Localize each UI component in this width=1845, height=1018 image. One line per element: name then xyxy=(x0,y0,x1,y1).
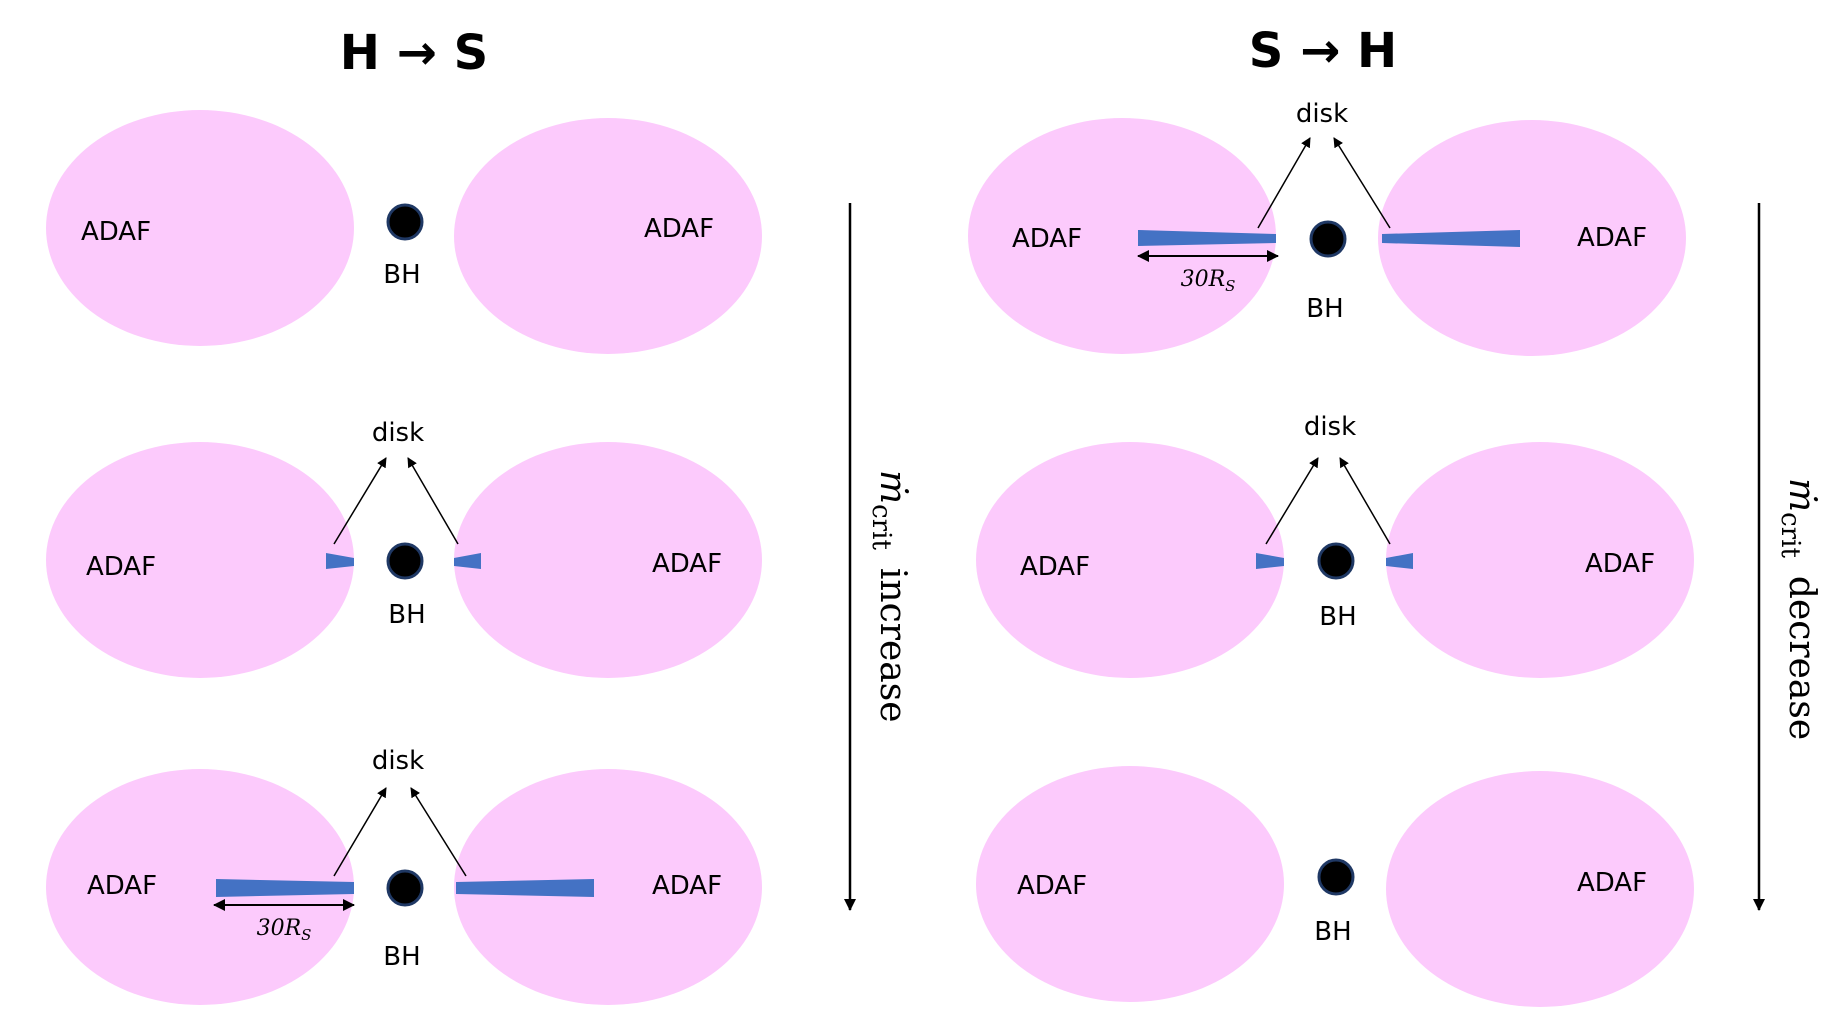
disk-label: disk xyxy=(372,746,424,776)
disk-label: disk xyxy=(372,418,424,448)
panel-sh-2: ADAF ADAF BH disk xyxy=(976,412,1694,678)
black-hole xyxy=(1309,220,1347,258)
adaf-label: ADAF xyxy=(87,871,157,901)
panel-hs-3: ADAF ADAF BH disk 30RS xyxy=(46,746,762,1005)
panel-hs-2: ADAF ADAF BH disk xyxy=(46,418,762,678)
panel-hs-1: ADAF ADAF BH xyxy=(46,110,762,354)
bh-label: BH xyxy=(383,942,420,972)
thin-disk xyxy=(1138,230,1276,246)
mdot-subscript: crit xyxy=(866,504,896,550)
mdot-symbol: ṁ xyxy=(872,470,913,504)
disk-pointer-arrow xyxy=(1339,457,1391,545)
bh-label: BH xyxy=(383,260,420,290)
adaf-label: ADAF xyxy=(1012,224,1082,254)
disk-pointer-arrow xyxy=(333,457,387,545)
thin-disk xyxy=(1382,230,1520,247)
disk-pointer-arrow xyxy=(410,787,467,877)
disk-pointer-arrow xyxy=(1265,457,1319,545)
adaf-region xyxy=(968,118,1276,354)
black-hole xyxy=(1317,858,1355,896)
bh-label: BH xyxy=(388,600,425,630)
black-hole xyxy=(386,203,424,241)
header-h-to-s: H → S xyxy=(340,25,488,81)
adaf-region xyxy=(46,110,354,346)
panel-sh-1: ADAF ADAF BH disk 30RS xyxy=(968,99,1686,356)
mdot-decrease-arrow: ṁcrit decrease xyxy=(1753,203,1822,911)
black-hole xyxy=(1317,542,1355,580)
disk-pointer-arrow xyxy=(407,457,459,545)
disk-label: disk xyxy=(1304,412,1356,442)
bh-label: BH xyxy=(1319,602,1356,632)
header-s-to-h: S → H xyxy=(1249,23,1397,79)
thin-disk xyxy=(454,553,481,569)
scale-label: 30RS xyxy=(257,916,312,944)
adaf-label: ADAF xyxy=(86,552,156,582)
adaf-region xyxy=(454,442,762,678)
scale-label: 30RS xyxy=(1181,267,1236,295)
adaf-label: ADAF xyxy=(81,217,151,247)
adaf-region xyxy=(454,118,762,354)
thin-disk xyxy=(1256,553,1284,569)
mdot-symbol: ṁ xyxy=(1781,478,1822,512)
adaf-region xyxy=(46,769,354,1005)
thin-disk xyxy=(456,879,594,897)
disk-label: disk xyxy=(1296,99,1348,129)
adaf-label: ADAF xyxy=(1020,552,1090,582)
adaf-region xyxy=(976,766,1284,1002)
increase-text: increase xyxy=(872,568,913,723)
adaf-region xyxy=(46,442,354,678)
mdot-increase-label: ṁcrit increase xyxy=(866,470,913,723)
mdot-decrease-label: ṁcrit decrease xyxy=(1775,478,1822,740)
disk-pointer-arrow xyxy=(1333,137,1391,229)
bh-label: BH xyxy=(1314,917,1351,947)
adaf-label: ADAF xyxy=(652,549,722,579)
thin-disk xyxy=(326,553,354,569)
adaf-label: ADAF xyxy=(1017,871,1087,901)
adaf-label: ADAF xyxy=(1577,868,1647,898)
black-hole xyxy=(386,869,424,907)
decrease-text: decrease xyxy=(1781,576,1822,740)
adaf-region xyxy=(1386,771,1694,1007)
adaf-region xyxy=(976,442,1284,678)
adaf-region xyxy=(1386,442,1694,678)
thin-disk xyxy=(216,879,354,897)
adaf-region xyxy=(1378,120,1686,356)
thin-disk xyxy=(1386,553,1413,569)
panel-sh-3: ADAF ADAF BH xyxy=(976,766,1694,1007)
adaf-label: ADAF xyxy=(644,214,714,244)
mdot-increase-arrow: ṁcrit increase xyxy=(844,203,913,911)
adaf-label: ADAF xyxy=(1585,549,1655,579)
disk-pointer-arrow xyxy=(1257,137,1311,229)
bh-label: BH xyxy=(1306,294,1343,324)
black-hole xyxy=(386,542,424,580)
adaf-label: ADAF xyxy=(652,871,722,901)
mdot-subscript: crit xyxy=(1775,512,1805,558)
adaf-region xyxy=(454,769,762,1005)
disk-pointer-arrow xyxy=(333,787,387,877)
adaf-label: ADAF xyxy=(1577,223,1647,253)
